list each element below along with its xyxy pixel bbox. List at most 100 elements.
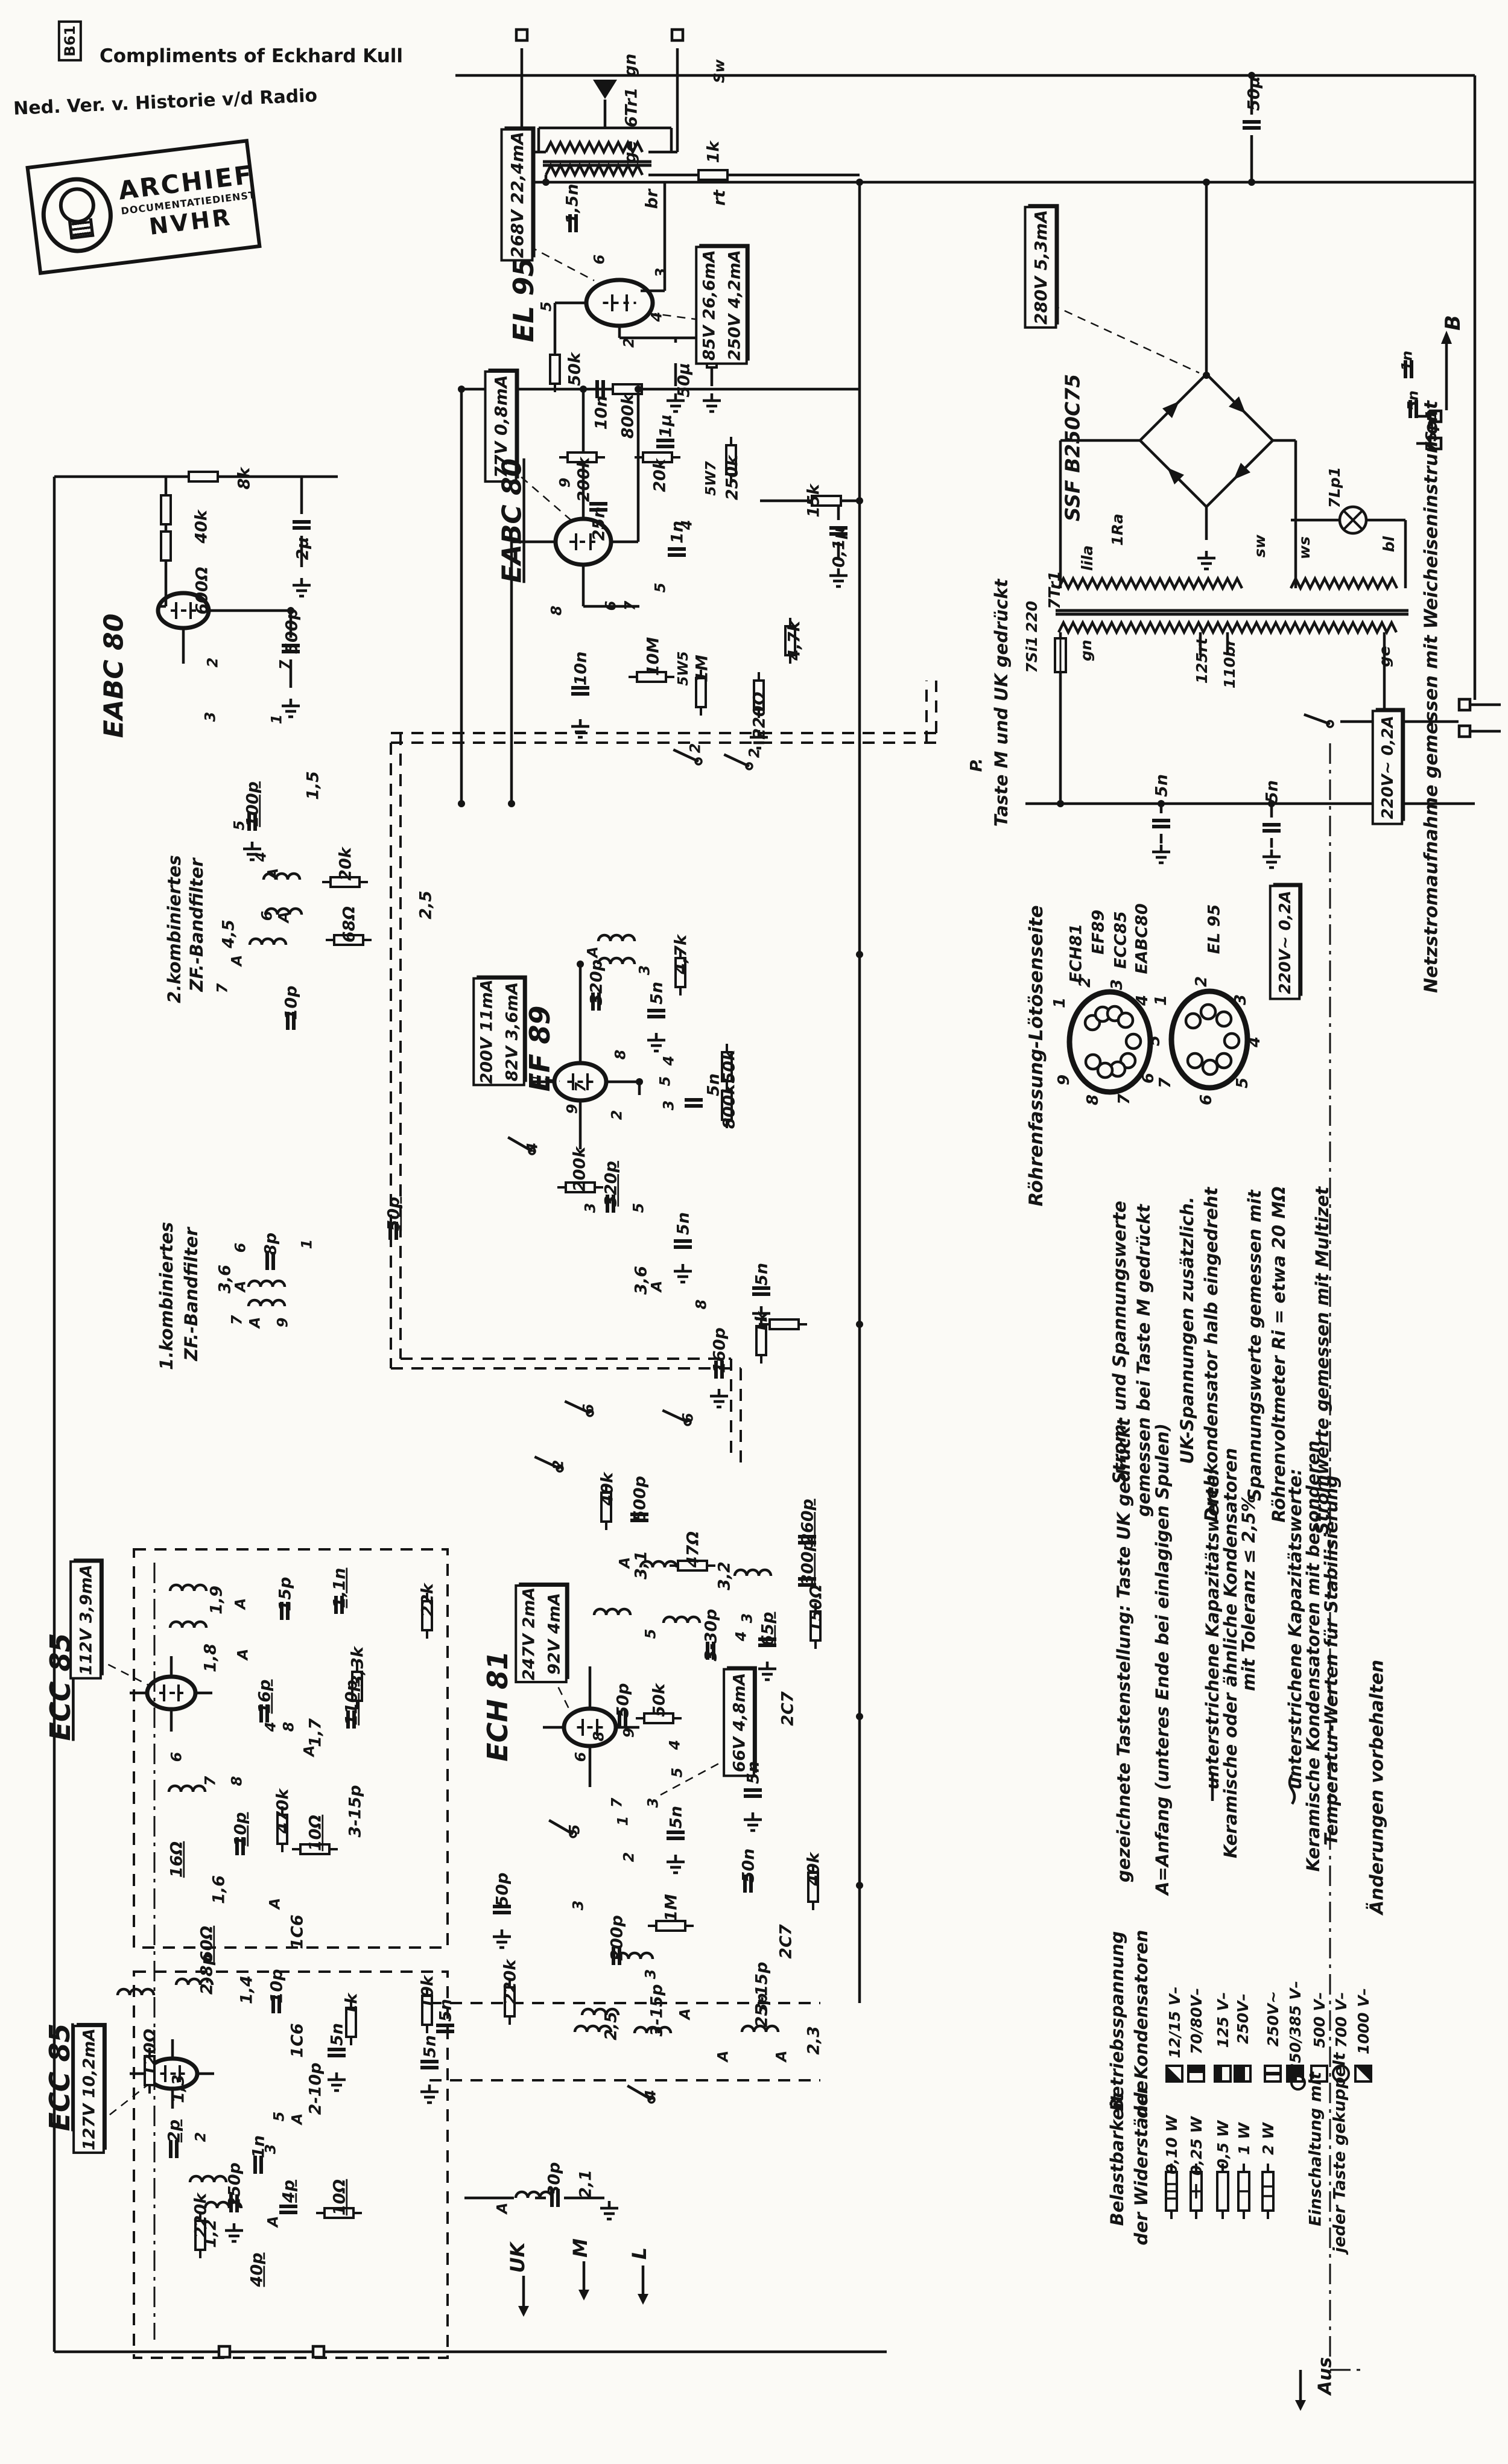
coil: [662, 1615, 702, 1624]
schematic-label: A: [584, 947, 601, 959]
schematic-label: EF 89: [524, 1006, 556, 1092]
schematic-label: 2,5: [416, 891, 435, 919]
schematic-label: 47Ω: [683, 1531, 702, 1569]
schematic-label: 220k: [501, 1958, 519, 2004]
schematic-label: A: [773, 2051, 790, 2063]
schematic-label: 50µ: [1244, 76, 1263, 110]
resistor: [549, 354, 561, 385]
ground-symbol: [600, 2201, 618, 2221]
socket-pin-hole: [1184, 1012, 1202, 1030]
schematic-label: A: [714, 2051, 731, 2063]
schematic-label: 5n: [436, 1999, 455, 2022]
schematic-label: 10Ω: [306, 1815, 325, 1852]
coil: [633, 2025, 673, 2034]
schematic-label: Keramische Kondensatoren mit besonderen: [1303, 1441, 1323, 1872]
schematic-label: Sw: [711, 59, 727, 83]
boxed-measurement-part: 268V 22,4mA: [507, 132, 527, 258]
schematic-label: br: [642, 188, 661, 209]
boxed-measurement: 112V 3,9mA: [69, 1558, 104, 1680]
schematic-label: 2C7: [776, 1924, 795, 1959]
schematic-label: 3: [738, 1613, 755, 1624]
wire: [1288, 1774, 1296, 1805]
boxed-measurement-part: [472, 977, 525, 1087]
legend-cap-symbol: [1215, 2066, 1222, 2081]
coil: [116, 1987, 156, 1996]
schematic-label: sw: [1251, 534, 1269, 557]
schematic-label: 25n: [589, 507, 608, 541]
schematic-label: 3,1: [632, 1551, 650, 1580]
boxed-measurement-part: 250V 4,2mA: [725, 250, 744, 361]
boxed-measurement-part: [515, 1584, 568, 1683]
direction-arrowhead: [518, 2306, 529, 2317]
coil: [264, 907, 303, 915]
coil: [168, 1583, 208, 1592]
schematic-label: bl: [1380, 536, 1398, 552]
schematic-label: Belastbarkeit: [1107, 2093, 1127, 2226]
schematic-label: M: [569, 2238, 592, 2258]
boxed-measurement-part: [1024, 206, 1057, 329]
schematic-label: EL 95: [507, 258, 540, 343]
schematic-label: 3-15p: [752, 1962, 771, 2015]
junction-dot: [580, 386, 587, 393]
schematic-label: 0,10 W: [1163, 2115, 1180, 2174]
schematic-label: 6: [679, 1413, 696, 1423]
schematic-label: 200p: [607, 1915, 626, 1961]
schematic-label: 3: [636, 965, 653, 976]
schematic-label: 8: [590, 1732, 607, 1742]
schematic-label: 5: [668, 1768, 685, 1778]
ground-symbol: [667, 1855, 685, 1875]
coil: [615, 1951, 654, 1960]
junction-dot: [1203, 179, 1210, 186]
schematic-label: A: [228, 955, 245, 968]
schematic-label: Stromwerte gemessen mit Multizet: [1312, 1186, 1332, 1535]
schematic-label: 2,1: [576, 2170, 595, 2199]
boxed-measurement: 66V 4,8mA: [723, 1666, 757, 1777]
schematic-label: 50k: [650, 1682, 668, 1717]
socket-pin-number: 9: [1055, 1075, 1073, 1085]
schematic-label: 500p: [630, 1476, 649, 1522]
schematic-label: 1M: [662, 1894, 680, 1922]
junction-dot: [856, 179, 863, 186]
socket-pin-hole: [1124, 1032, 1142, 1050]
schematic-label: 5n: [704, 1073, 723, 1096]
schematic-label: 7: [201, 1776, 218, 1786]
schematic-label: 10Ω: [330, 2179, 349, 2216]
schematic-label: 4,5: [219, 919, 238, 949]
schematic-label: 350/385 V–: [1287, 1981, 1304, 2074]
boxed-measurement-part: [695, 246, 748, 365]
boxed-measurement-part: 92V 4mA: [545, 1593, 563, 1675]
junction-dot: [458, 386, 465, 393]
schematic-label: 4: [660, 1056, 677, 1067]
schematic-label: 8p: [261, 1233, 280, 1256]
schematic-label: 50k: [720, 1049, 738, 1084]
schematic-label: 10p: [267, 1969, 286, 2004]
coil: [639, 1560, 679, 1568]
coil: [247, 1298, 287, 1307]
schematic-label: 1: [268, 714, 285, 725]
schematic-label: 250k: [723, 454, 741, 500]
boxed-measurement-part: [723, 1668, 755, 1777]
schematic-label: 1k: [704, 140, 723, 164]
ground-symbol: [744, 1812, 762, 1832]
ground-symbol: [493, 1929, 511, 1949]
schematic-label: 10n: [571, 652, 590, 686]
coil: [174, 1977, 214, 1986]
schematic-label: 2p: [165, 2119, 183, 2142]
switch-lever: [627, 2085, 653, 2101]
tube-socket: [1168, 988, 1250, 1091]
schematic-label: 0,5 W: [1214, 2119, 1232, 2169]
schematic-label: 1C6: [288, 1914, 306, 1949]
schematic-label: 4,7k: [671, 933, 690, 975]
legend-res-symbol: [1261, 2171, 1275, 2212]
schematic-label: EL 95: [1205, 904, 1223, 954]
schematic-label: 6: [232, 1243, 249, 1253]
junction-dot: [542, 179, 550, 186]
schematic-label: 5n: [328, 2023, 346, 2046]
schematic-label: Röhrenvoltmeter Ri = etwa 20 MΩ: [1269, 1186, 1289, 1522]
schematic-label: A: [266, 1898, 283, 1911]
schematic-label: A: [648, 1281, 665, 1294]
schematic-label: 9: [556, 478, 573, 488]
coil: [597, 933, 636, 942]
schematic-label: 500 V–: [1311, 1992, 1328, 2048]
